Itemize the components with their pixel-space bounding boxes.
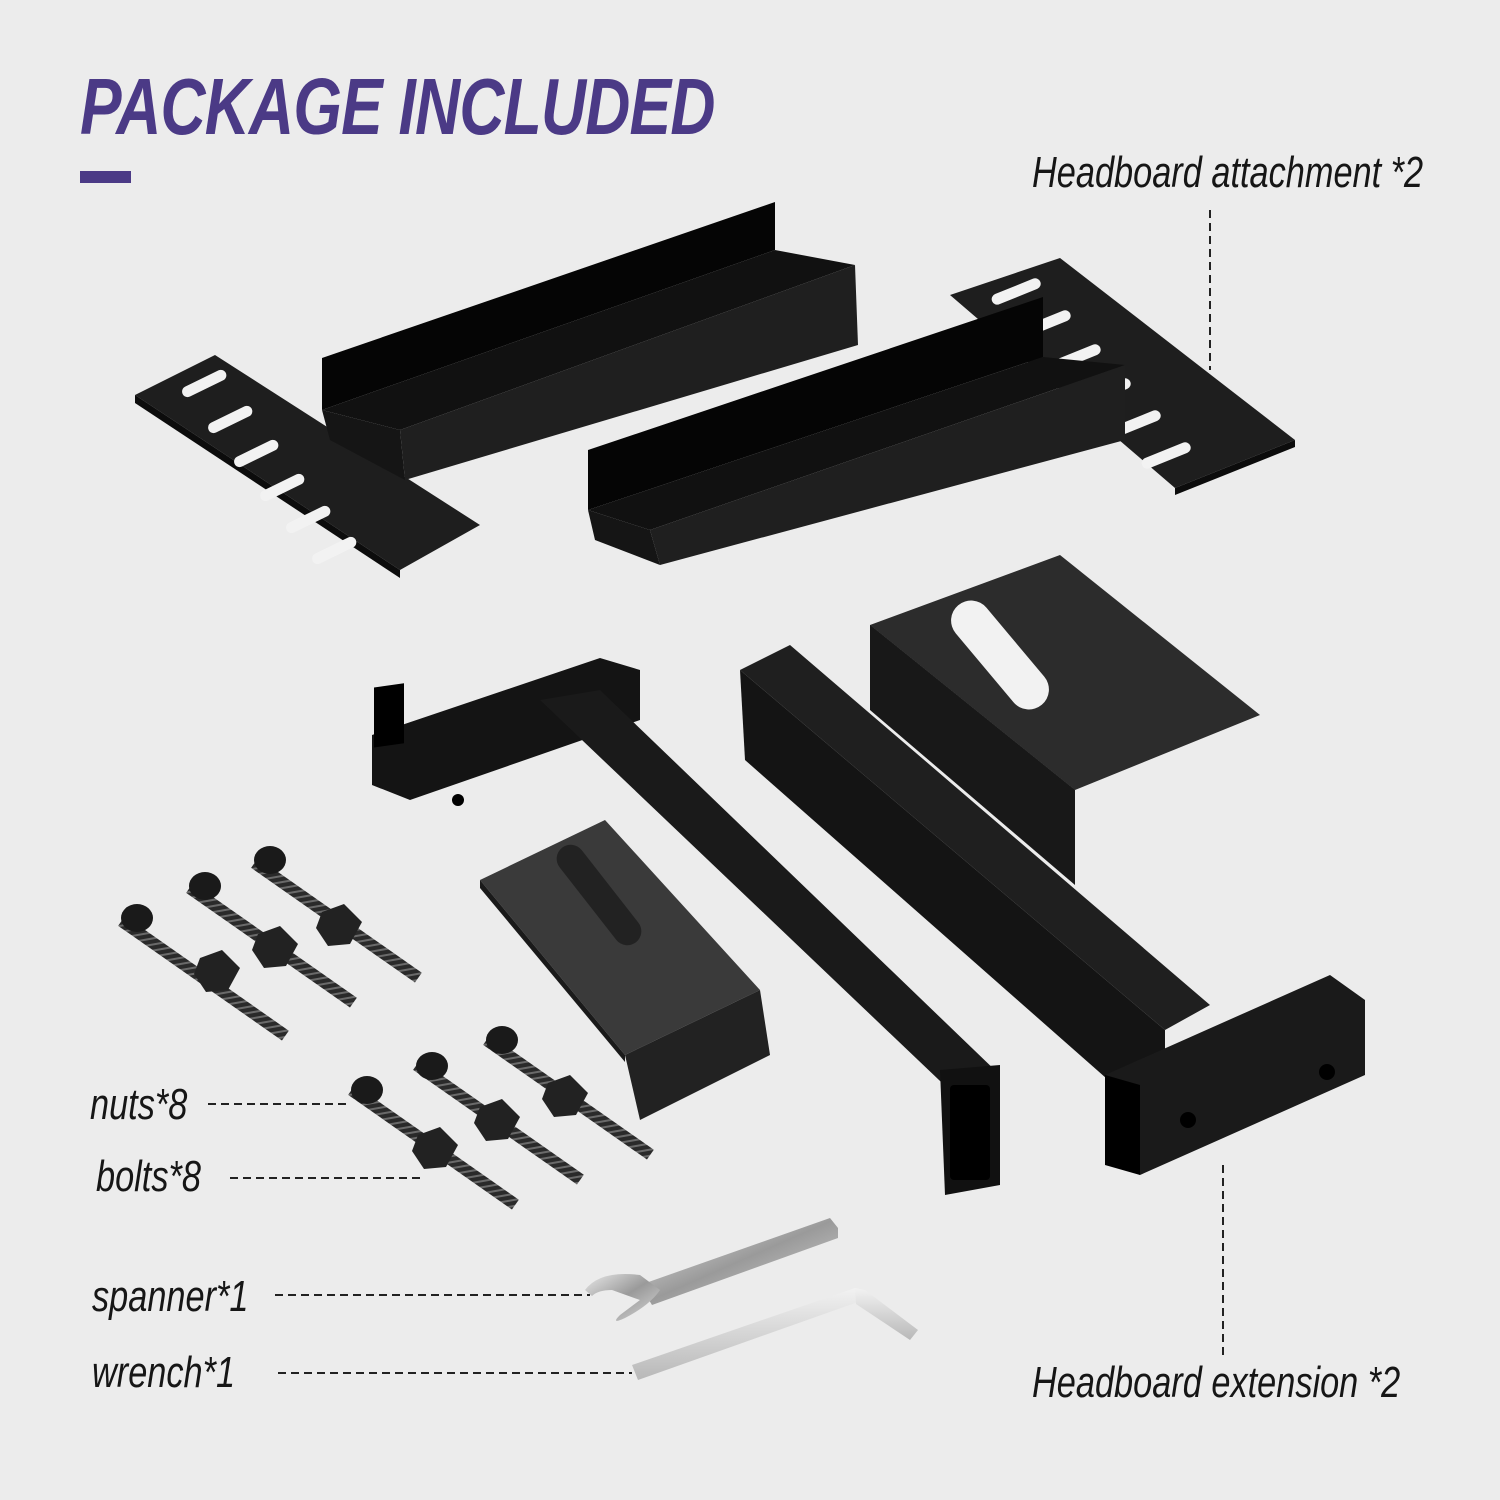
label-spanner: spanner*1 — [92, 1272, 249, 1321]
label-nuts: nuts*8 — [90, 1080, 188, 1129]
headboard-extension-right — [740, 555, 1365, 1175]
leader-lines — [208, 210, 1224, 1374]
page-title: PACKAGE INCLUDED — [80, 62, 715, 151]
label-wrench: wrench*1 — [92, 1348, 236, 1397]
spanner — [585, 1218, 838, 1321]
headboard-extension-left — [372, 658, 1000, 1195]
allen-wrench — [632, 1288, 918, 1380]
headboard-attachment-left — [135, 202, 858, 578]
label-headboard-attachment: Headboard attachment *2 — [1032, 148, 1424, 197]
label-headboard-extension: Headboard extension *2 — [1032, 1358, 1401, 1407]
label-bolts: bolts*8 — [96, 1152, 201, 1201]
bolt — [118, 904, 289, 1041]
bolts-and-nuts — [118, 846, 654, 1210]
title-accent-bar — [80, 171, 131, 183]
headboard-attachment-right — [588, 258, 1295, 565]
